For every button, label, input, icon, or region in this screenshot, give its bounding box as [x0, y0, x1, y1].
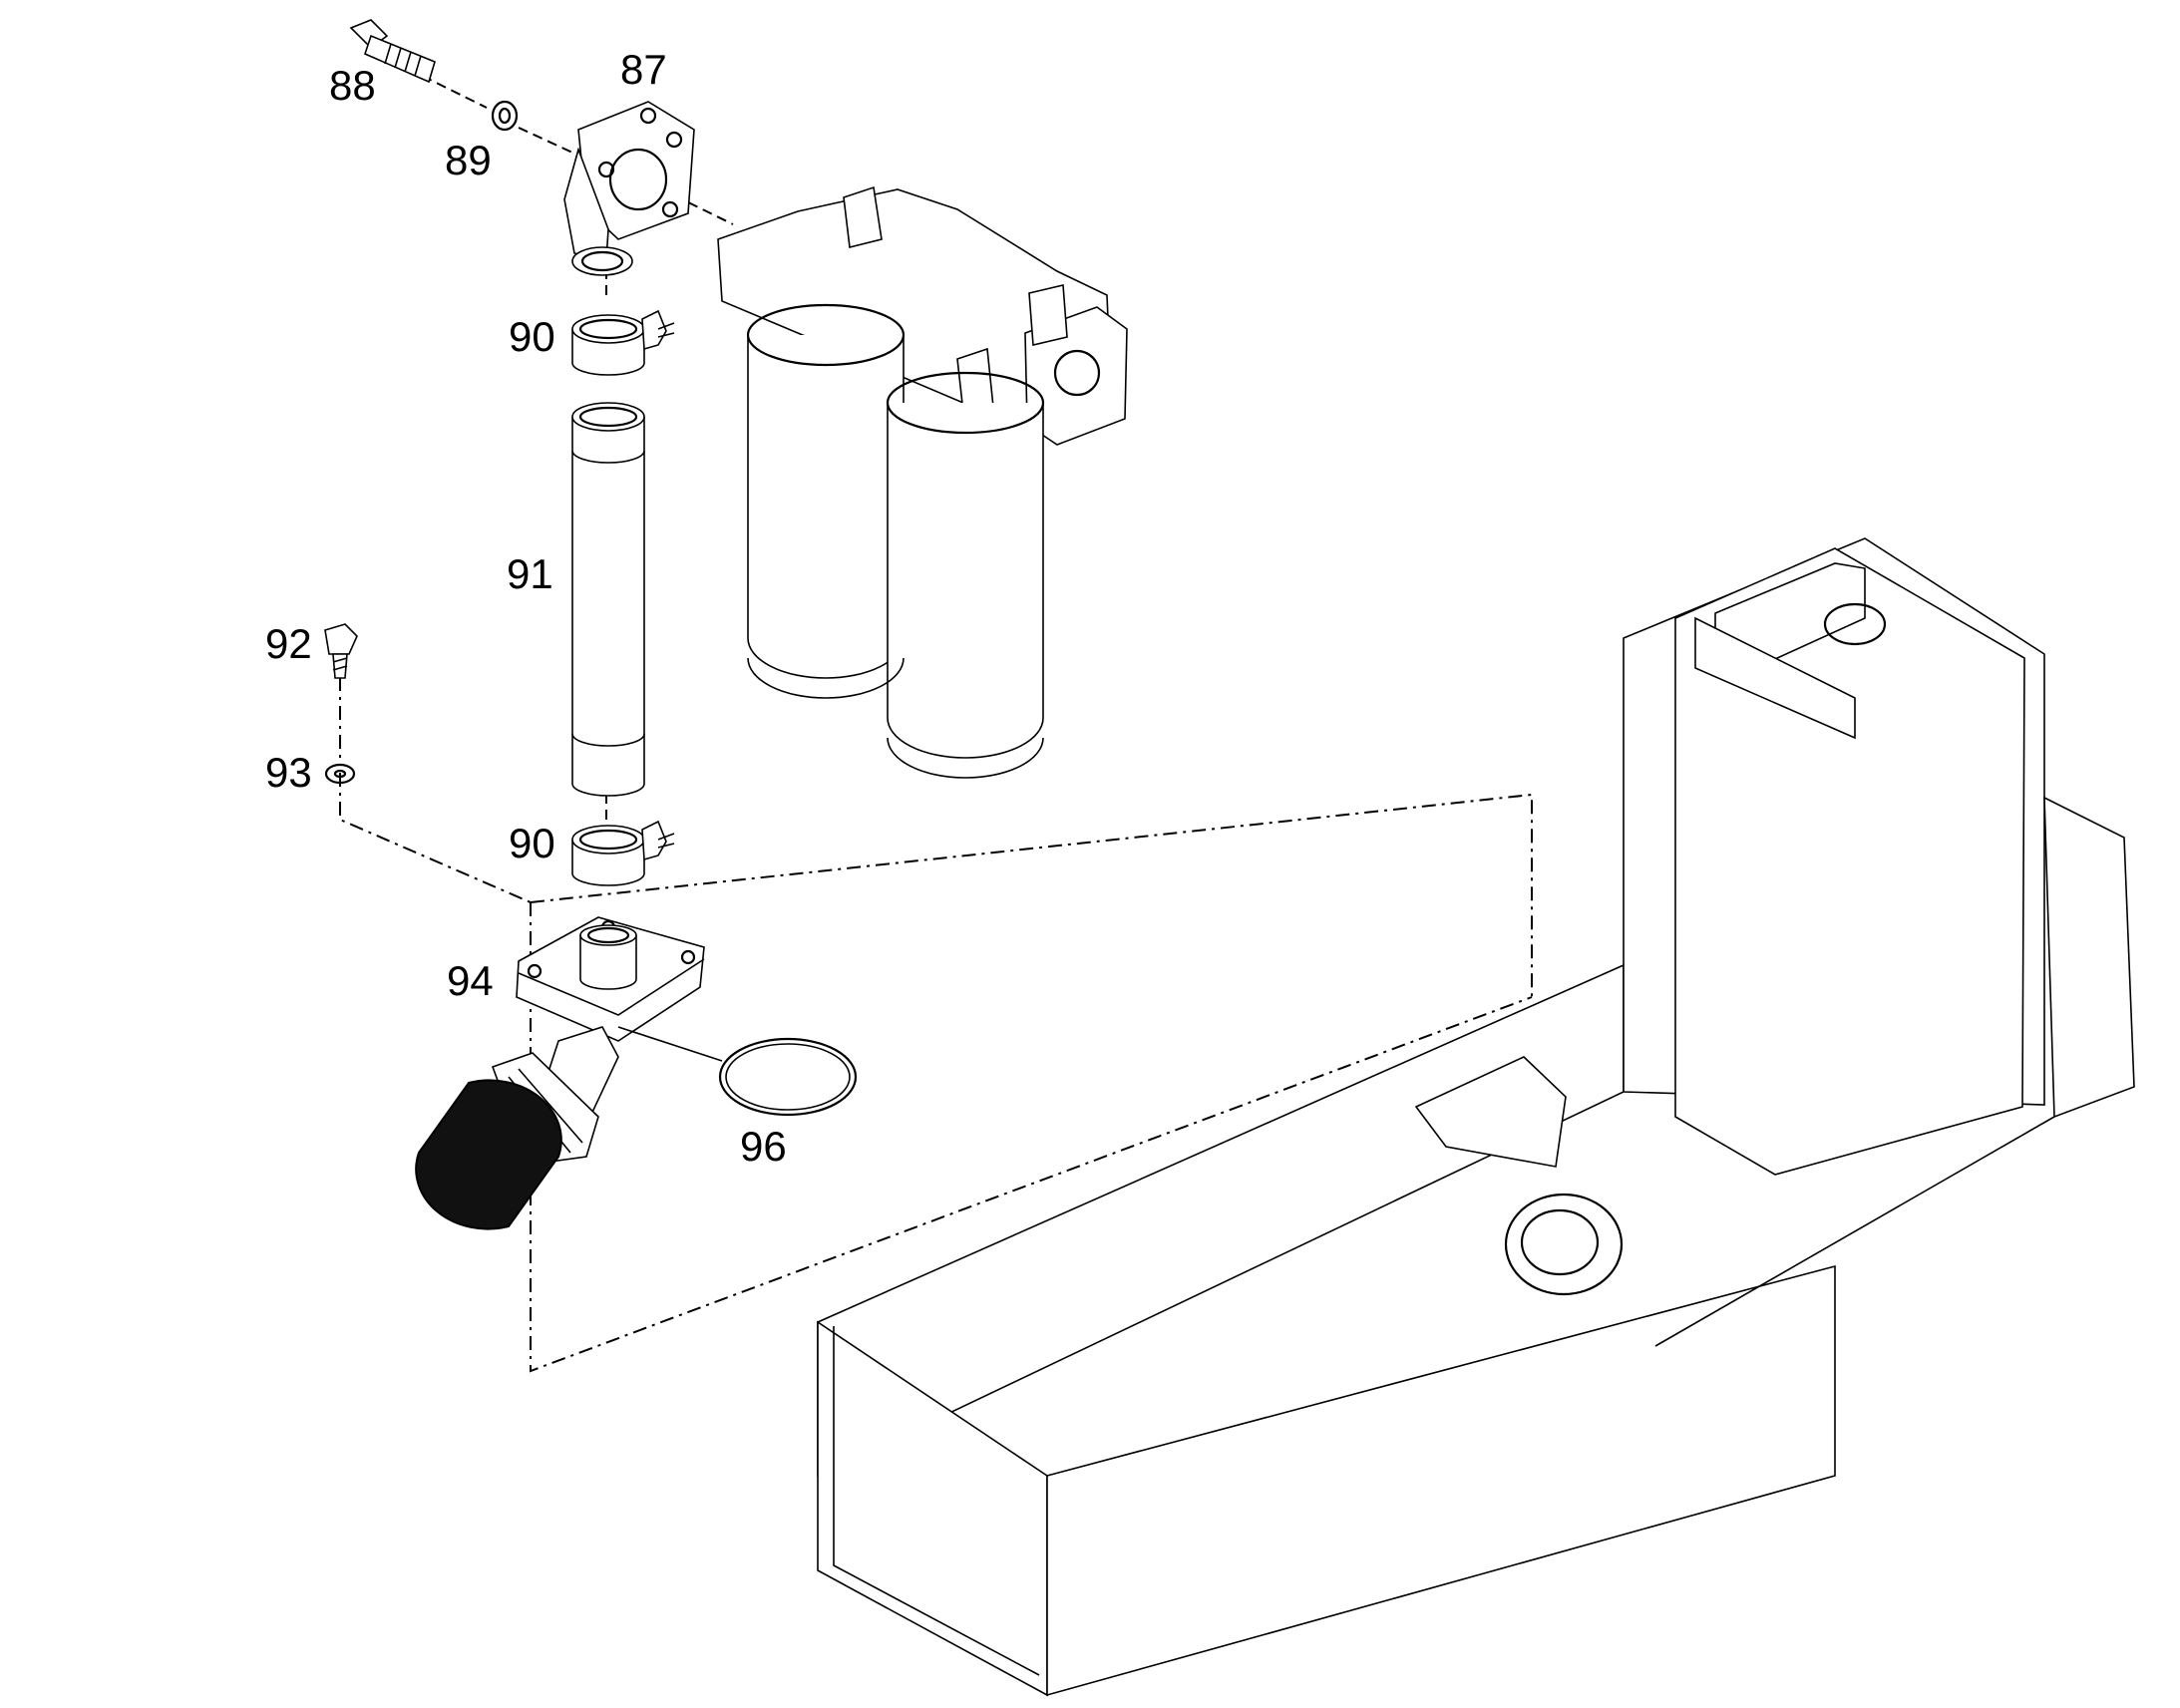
part-96-o-ring: [617, 1026, 858, 1117]
part-92-screw: [324, 623, 358, 679]
callout-88: 88: [329, 62, 376, 109]
callout-90-upper: 90: [509, 313, 555, 360]
part-89-washer: [491, 100, 519, 132]
part-87-elbow: [563, 101, 695, 276]
part-94-flange: [415, 916, 705, 1230]
callout-91: 91: [507, 550, 553, 597]
callout-96: 96: [740, 1123, 787, 1170]
part-90-lower-clamp: [571, 820, 675, 886]
callout-94: 94: [447, 957, 494, 1004]
callout-87: 87: [620, 46, 667, 93]
callout-90-lower: 90: [509, 820, 555, 866]
part-88-bolt: [349, 19, 436, 84]
callout-89: 89: [445, 137, 492, 183]
tank-structure: [817, 537, 2135, 1697]
callout-labels: 87 88 89 90 91 92 93 90 94 96: [265, 46, 787, 1170]
callout-92: 92: [265, 620, 312, 667]
part-93-washer: [324, 763, 356, 785]
callout-93: 93: [265, 749, 312, 796]
part-91-tube: [571, 402, 645, 797]
double-filter-assembly: [717, 185, 1128, 779]
part-90-upper-clamp: [571, 309, 675, 376]
